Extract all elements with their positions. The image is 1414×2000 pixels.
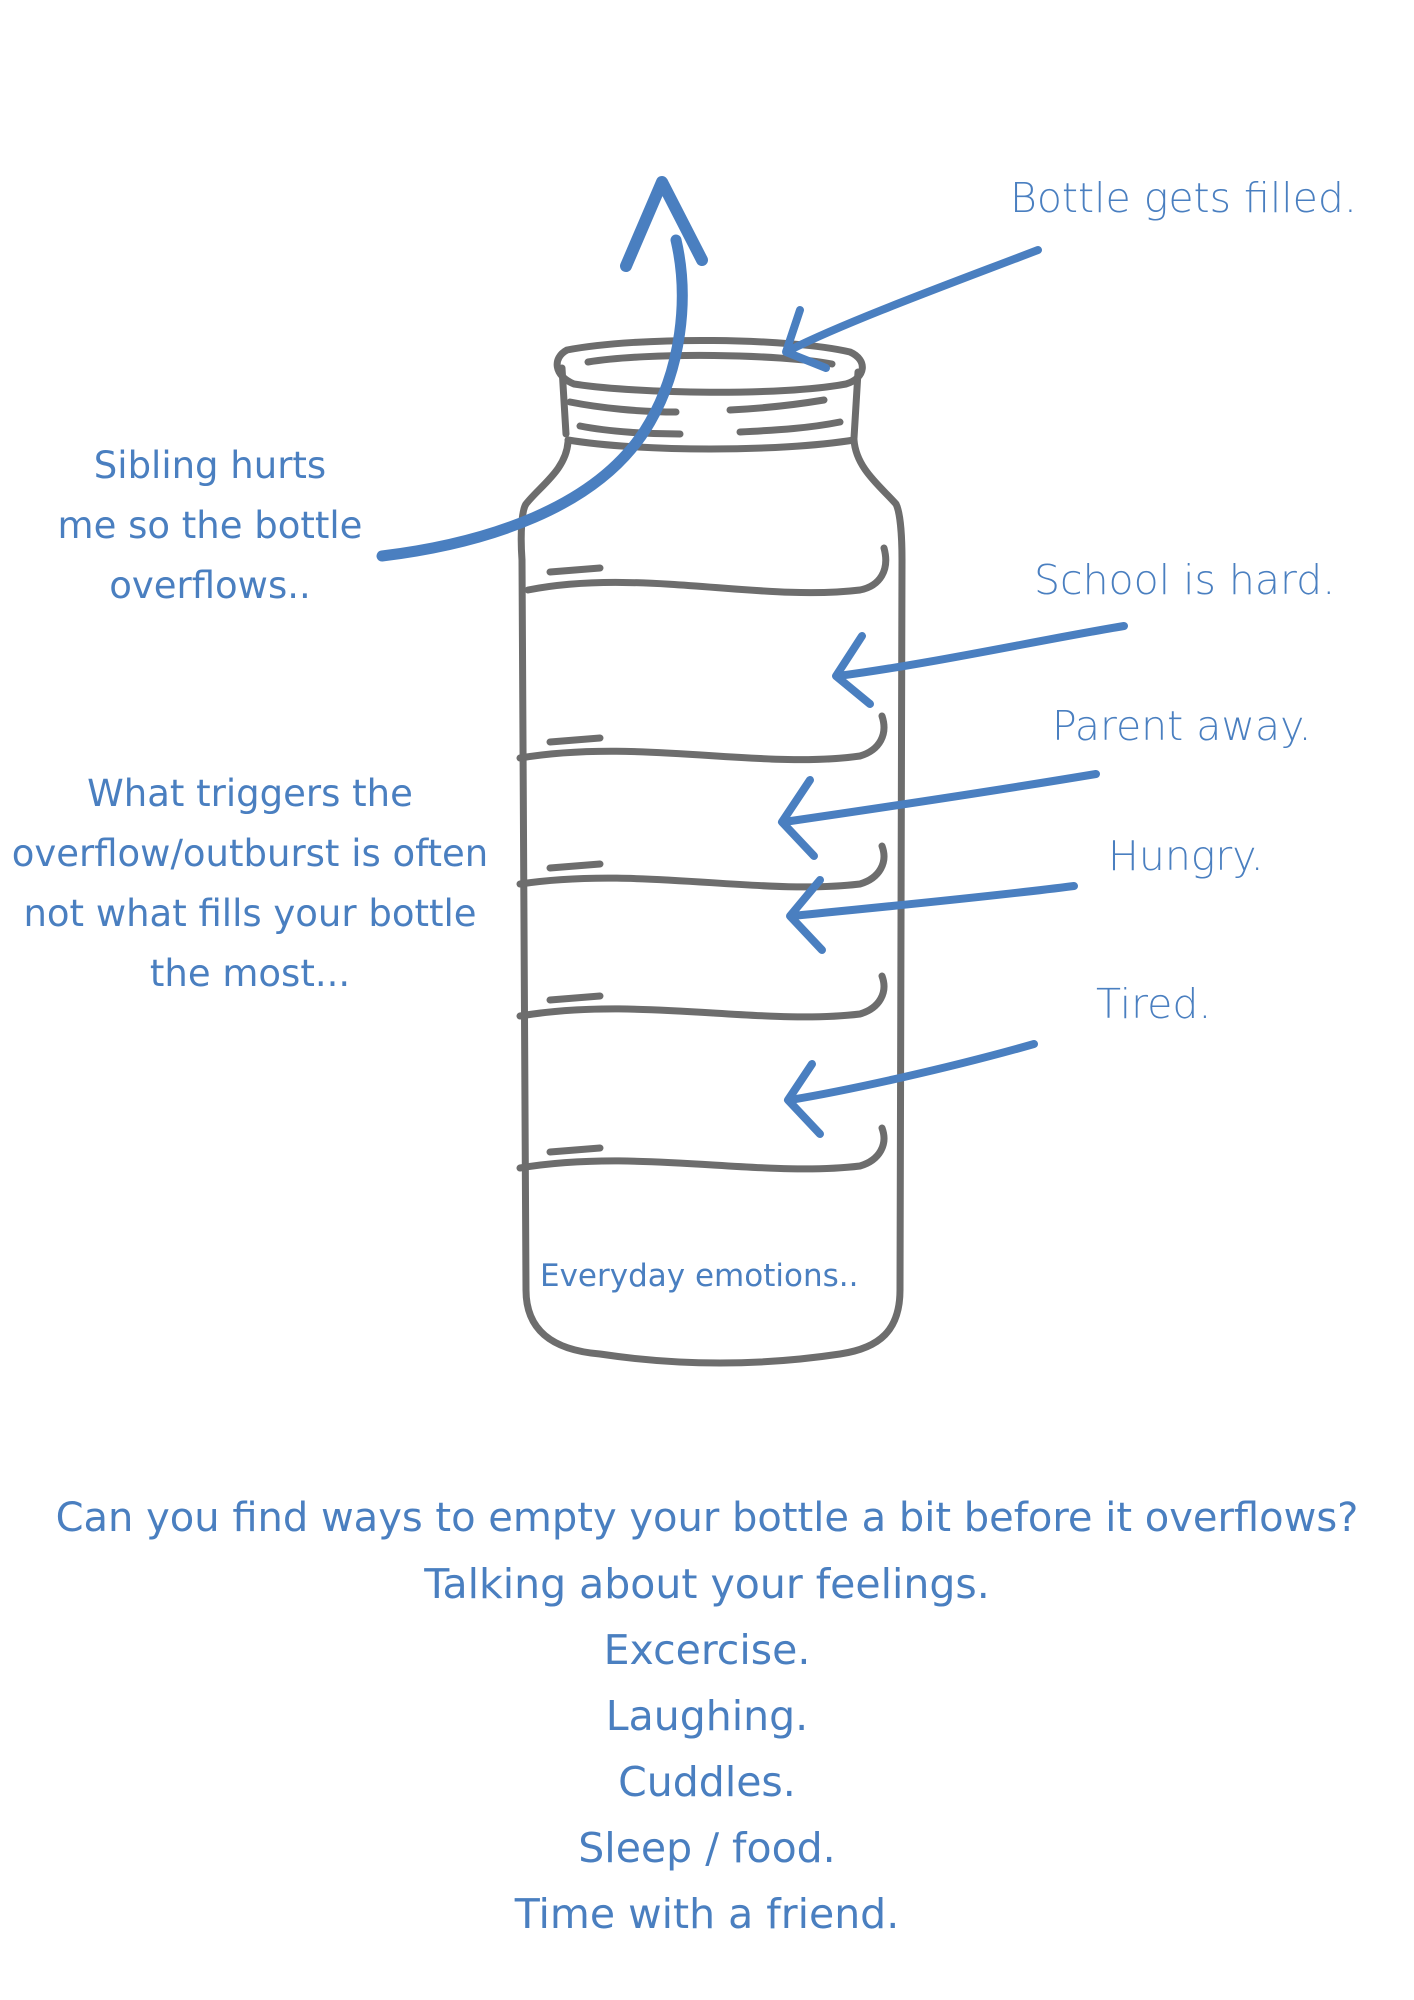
trigger-note: What triggers the overflow/outburst is o… (10, 764, 490, 1004)
bottle-body (517, 436, 906, 1367)
bottle-band-3-stroke (546, 860, 604, 872)
arrow-tired (786, 1040, 1038, 1104)
coping-idea: Excercise. (603, 1626, 811, 1674)
coping-idea: Laughing. (605, 1692, 809, 1740)
bottle-band-1 (524, 544, 890, 597)
coping-idea: Cuddles. (618, 1758, 796, 1806)
arrow-bottle-filled (786, 246, 1042, 354)
trigger-note-line: not what fills your bottle (23, 892, 477, 935)
bottle-neck-base (564, 436, 858, 453)
bottle-band-3 (516, 842, 888, 891)
bottle-thread-1 (566, 398, 680, 416)
arrow-school-head (832, 632, 874, 708)
overflow-arrow-head (620, 176, 708, 272)
arrow-school (834, 622, 1128, 680)
sibling-note-line: Sibling hurts (93, 444, 327, 487)
overflow-arrow-shaft (376, 234, 688, 562)
bottle-thread-3 (576, 422, 684, 438)
arrow-parent (780, 770, 1100, 826)
coping-idea: Sleep / food. (578, 1824, 836, 1872)
arrow-hungry-head (786, 876, 826, 954)
coping-idea: Talking about your feelings. (424, 1560, 990, 1608)
sibling-note-line: me so the bottle (57, 504, 363, 547)
label-tired: Tired. (1096, 980, 1212, 1028)
label-school-is-hard: School is hard. (1034, 556, 1336, 604)
coping-idea: Time with a friend. (514, 1890, 900, 1938)
label-parent-away: Parent away. (1052, 702, 1312, 750)
bottle-band-1-stroke (546, 564, 604, 576)
bottle-band-2-stroke (546, 734, 604, 746)
trigger-note-line: What triggers the (87, 772, 413, 815)
arrow-parent-head (778, 776, 818, 860)
sibling-note: Sibling hurts me so the bottle overflows… (50, 436, 370, 616)
coping-question: Can you find ways to empty your bottle a… (55, 1495, 1359, 1541)
label-hungry: Hungry. (1108, 832, 1264, 880)
bottle-cap-rim (553, 336, 866, 396)
coping-ideas: Can you find ways to empty your bottle a… (0, 1485, 1414, 1947)
bottle-band-4-stroke (546, 992, 604, 1004)
bottle-thread-2 (726, 396, 828, 414)
sibling-note-line: overflows.. (109, 564, 311, 607)
bottle-band-5-stroke (546, 1144, 604, 1156)
bottle-thread-4 (736, 418, 844, 436)
trigger-note-line: overflow/outburst is often (11, 832, 489, 875)
bottle-band-2 (516, 712, 888, 764)
bottle-band-5 (516, 1124, 888, 1173)
arrow-tired-head (784, 1060, 824, 1138)
bottle-neck-right (850, 368, 862, 442)
arrow-bottle-filled-head (782, 306, 830, 372)
label-bottle-gets-filled: Bottle gets filled. (1010, 174, 1357, 222)
bottle-base-label: Everyday emotions.. (540, 1258, 859, 1294)
bottle-band-4 (516, 972, 888, 1021)
arrow-hungry (788, 882, 1078, 920)
bottle-neck-left (558, 364, 570, 438)
trigger-note-line: the most... (149, 952, 351, 995)
